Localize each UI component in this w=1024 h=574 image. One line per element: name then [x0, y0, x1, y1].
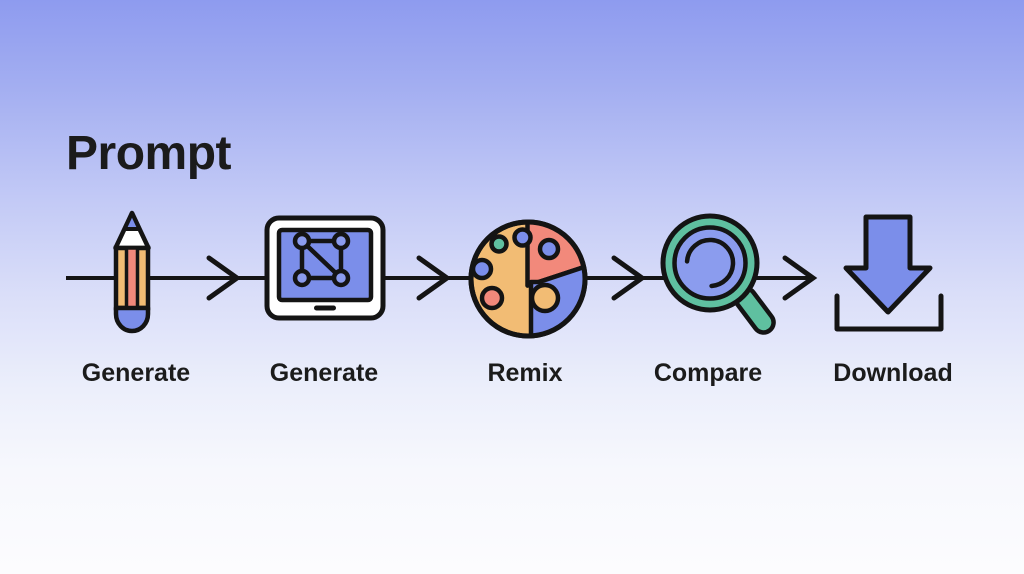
download-icon [834, 214, 944, 332]
paint-dot-blue [470, 257, 494, 281]
node-graph-icon [292, 231, 351, 288]
step-label-remix: Remix [487, 359, 563, 387]
magnifier-icon [660, 213, 776, 335]
download-tray [834, 293, 944, 332]
flow-arrow-icon [416, 255, 452, 301]
palette-icon [468, 219, 588, 339]
step-label-download: Download [833, 359, 953, 387]
flow-arrow-icon [782, 255, 818, 301]
step-label-generate-1: Generate [81, 359, 191, 387]
step-label-generate-2: Generate [269, 359, 379, 387]
paint-dot-blue [512, 227, 533, 248]
paint-dot-teal [489, 234, 509, 254]
monitor-icon [264, 215, 386, 321]
lens-reflection-arc [684, 237, 736, 289]
paint-dot-orange [529, 282, 561, 314]
step-label-compare: Compare [653, 359, 763, 387]
flow-arrow-icon [611, 255, 647, 301]
paint-dot-salmon [479, 285, 505, 311]
flow-arrow-icon [206, 255, 242, 301]
pencil-icon [113, 210, 151, 334]
page-title: Prompt [66, 127, 232, 180]
paint-dot-blue [537, 237, 561, 261]
